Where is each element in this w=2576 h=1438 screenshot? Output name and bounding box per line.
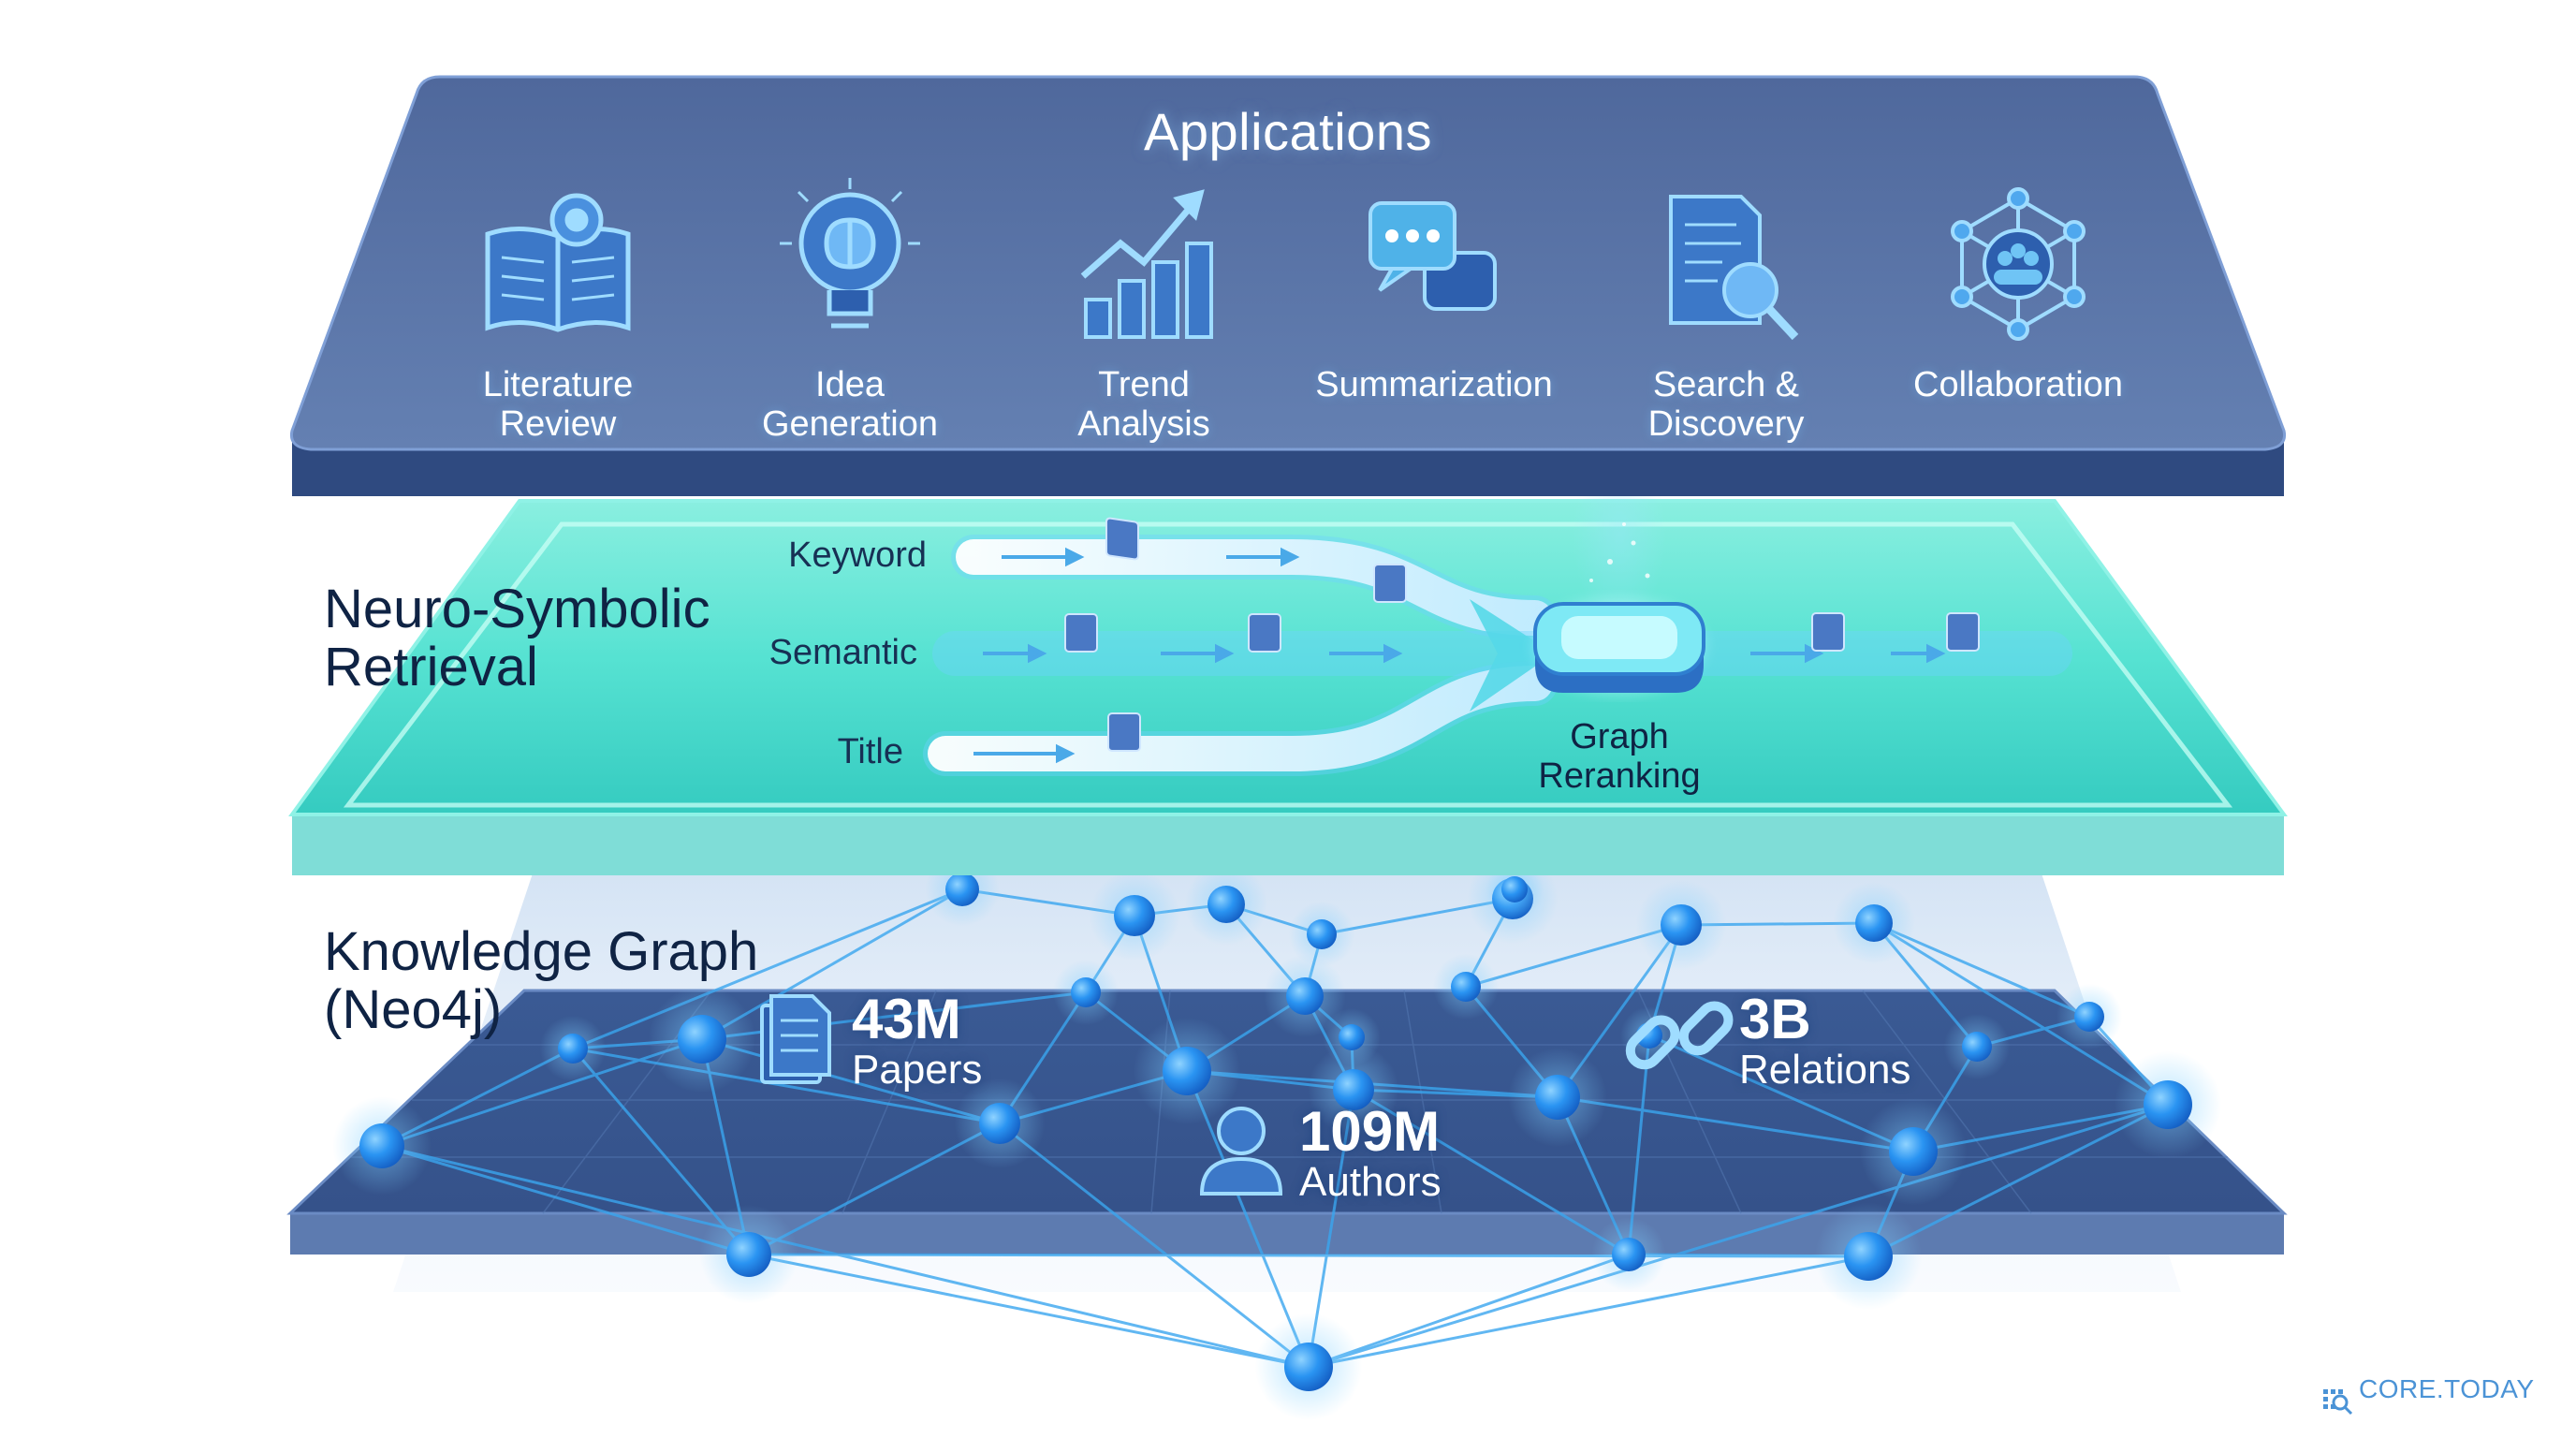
chain-link-icon: [1625, 1001, 1734, 1070]
grid-magnifier-icon: [2323, 1389, 2353, 1416]
applications-layer: [289, 75, 2287, 496]
graph-node: [1133, 1017, 1241, 1125]
graph-node: [1323, 1008, 1381, 1066]
stat-papers-value: 43M: [852, 988, 961, 1050]
graph-edge: [1308, 1255, 1869, 1369]
graph-node: [1591, 1217, 1666, 1292]
graph-node: [1308, 1044, 1399, 1136]
book-gear-icon: [485, 193, 631, 332]
graph-node: [539, 1015, 607, 1082]
graph-node: [1859, 1097, 1968, 1206]
route-label-title: Title: [837, 732, 903, 771]
brand-logo: CORE.TODAY: [2318, 1374, 2535, 1404]
graph-reranking-label: Graph Reranking: [1538, 717, 1701, 796]
graph-edge: [748, 1253, 1310, 1369]
graph-edge: [1873, 921, 2169, 1107]
trend-chart-icon: [1080, 189, 1213, 339]
graph-nodes: [332, 852, 2222, 1421]
graph-node: [2056, 983, 2123, 1050]
graph-edge: [1308, 1103, 2169, 1369]
network-people-icon: [1951, 187, 2086, 341]
brand-name: CORE.TODAY: [2359, 1374, 2535, 1403]
chat-bubbles-icon: [1368, 201, 1497, 311]
route-label-semantic: Semantic: [768, 633, 917, 672]
graph-edge: [381, 1144, 750, 1256]
graph-edge: [1308, 1253, 1630, 1369]
document-chip-icons: [1064, 517, 1980, 752]
graph-node: [1288, 901, 1355, 968]
graph-edge: [999, 1122, 1310, 1369]
graph-node: [1185, 863, 1267, 946]
graph-node: [699, 1205, 798, 1304]
graph-node: [1635, 879, 1727, 971]
graph-node: [1089, 870, 1180, 961]
app-label-literature-review: Literature Review: [482, 365, 634, 444]
stat-authors-label: Authors: [1299, 1159, 1442, 1205]
document-stack-icon: [760, 994, 831, 1084]
graph-node: [1432, 953, 1500, 1020]
graph-edge: [1353, 1088, 1630, 1256]
stat-authors-value: 109M: [1299, 1100, 1441, 1163]
graph-edge: [381, 1037, 703, 1148]
graph-node: [1254, 1313, 1363, 1421]
graph-node: [648, 985, 756, 1093]
stat-relations-label: Relations: [1739, 1047, 1911, 1093]
graph-node: [1814, 1202, 1923, 1311]
app-label-trend-analysis: Trend Analysis: [1077, 365, 1210, 444]
document-search-icon: [1669, 195, 1799, 341]
merge-arrow-icon: [1470, 599, 1554, 712]
graph-edge: [572, 888, 963, 1050]
graph-node: [332, 1096, 432, 1196]
retrieval-pipelines: [923, 440, 2072, 776]
app-label-idea-generation: Idea Generation: [761, 365, 938, 444]
stat-relations-value: 3B: [1739, 988, 1811, 1050]
graph-edge: [572, 1047, 1001, 1125]
graph-edge: [381, 1144, 1310, 1369]
app-label-collaboration: Collaboration: [1913, 365, 2123, 404]
flow-arrows: [973, 547, 1946, 764]
route-label-keyword: Keyword: [788, 536, 927, 575]
graph-node: [1264, 955, 1346, 1037]
person-icon: [1199, 1107, 1283, 1196]
graph-node: [1052, 959, 1120, 1026]
graph-node: [1508, 1048, 1607, 1147]
graph-node: [1833, 882, 1915, 964]
retrieval-layer-title: Neuro-Symbolic Retrieval: [324, 579, 710, 697]
lightbulb-brain-icon: [780, 178, 920, 329]
graph-node: [1943, 1013, 2011, 1080]
knowledge-graph-title: Knowledge Graph (Neo4j): [324, 921, 759, 1040]
app-label-summarization: Summarization: [1315, 365, 1553, 404]
applications-title: Applications: [1144, 102, 1432, 161]
app-label-search-discovery: Search & Discovery: [1647, 365, 1805, 444]
graph-edge: [1557, 1095, 1914, 1153]
keyword-pipeline: [951, 535, 1558, 640]
stat-papers-label: Papers: [852, 1047, 983, 1093]
graph-node: [954, 1078, 1046, 1169]
graph-edge: [748, 1253, 1869, 1258]
graph-node: [2114, 1050, 2222, 1159]
graph-edge: [1867, 1103, 2169, 1258]
